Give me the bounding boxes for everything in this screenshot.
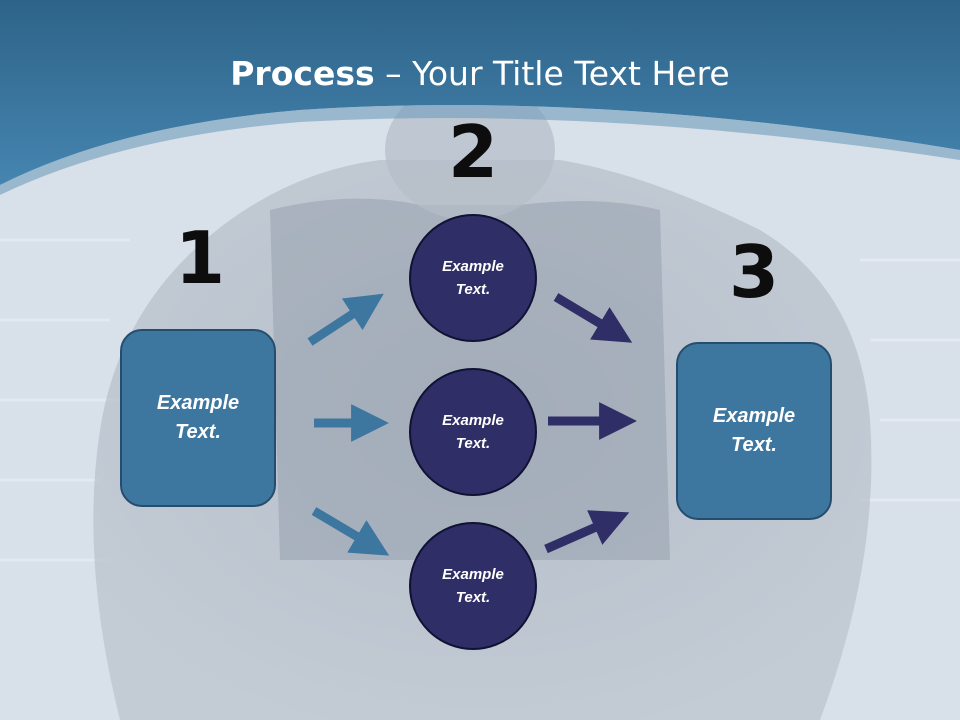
step-2-circle-middle-label: Example Text. (442, 412, 504, 452)
step-2-circle-top-label: Example Text. (442, 258, 504, 298)
step-2-circle-top: Example Text. (409, 214, 537, 342)
step-2-circle-middle: Example Text. (409, 368, 537, 496)
title-rest: – Your Title Text Here (374, 54, 730, 93)
step-3-label: Example Text. (712, 405, 796, 456)
step-2-circle-bottom-label: Example Text. (442, 566, 504, 606)
step-3-number: 3 (728, 230, 780, 314)
step-1-label: Example Text. (156, 392, 240, 443)
slide-title: Process – Your Title Text Here (0, 50, 960, 98)
step-3-box: Example Text. (676, 342, 832, 520)
title-bold: Process (230, 54, 375, 93)
step-2-number: 2 (447, 110, 499, 194)
step-2-circle-bottom: Example Text. (409, 522, 537, 650)
step-1-number: 1 (174, 216, 226, 300)
step-1-box: Example Text. (120, 329, 276, 507)
